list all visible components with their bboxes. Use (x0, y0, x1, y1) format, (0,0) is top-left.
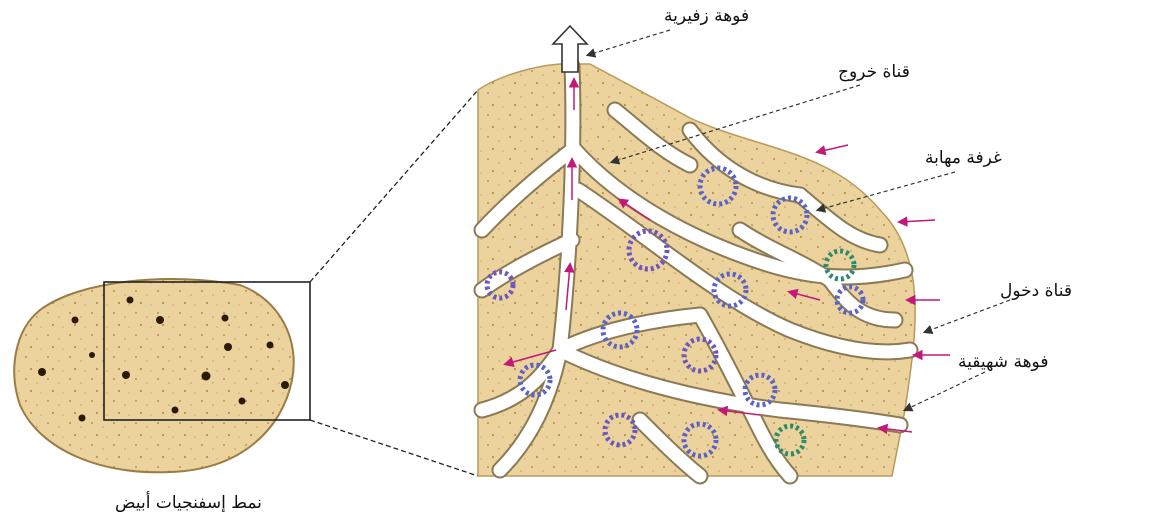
label-incurrent-canal: قناة دخول (1000, 283, 1072, 300)
magnified-section (478, 26, 950, 476)
label-ostium: فوهة شهيقية (958, 354, 1048, 371)
sponge-body-outline (14, 279, 293, 472)
zoom-connector-top (310, 90, 478, 282)
leader-ostium (905, 372, 985, 410)
whole-sponge-view (14, 90, 478, 476)
zoom-connector-bottom (310, 420, 478, 476)
label-flagellated-chamber: غرفة مهابة (925, 150, 1002, 167)
label-excurrent-canal: قناة خروج (838, 64, 910, 81)
label-caption: نمط إسفنجيات أبيض (115, 495, 262, 512)
label-osculum: فوهة زفيرية (664, 8, 749, 25)
leader-osculum (588, 30, 670, 55)
leader-incurrent-canal (925, 300, 1010, 332)
